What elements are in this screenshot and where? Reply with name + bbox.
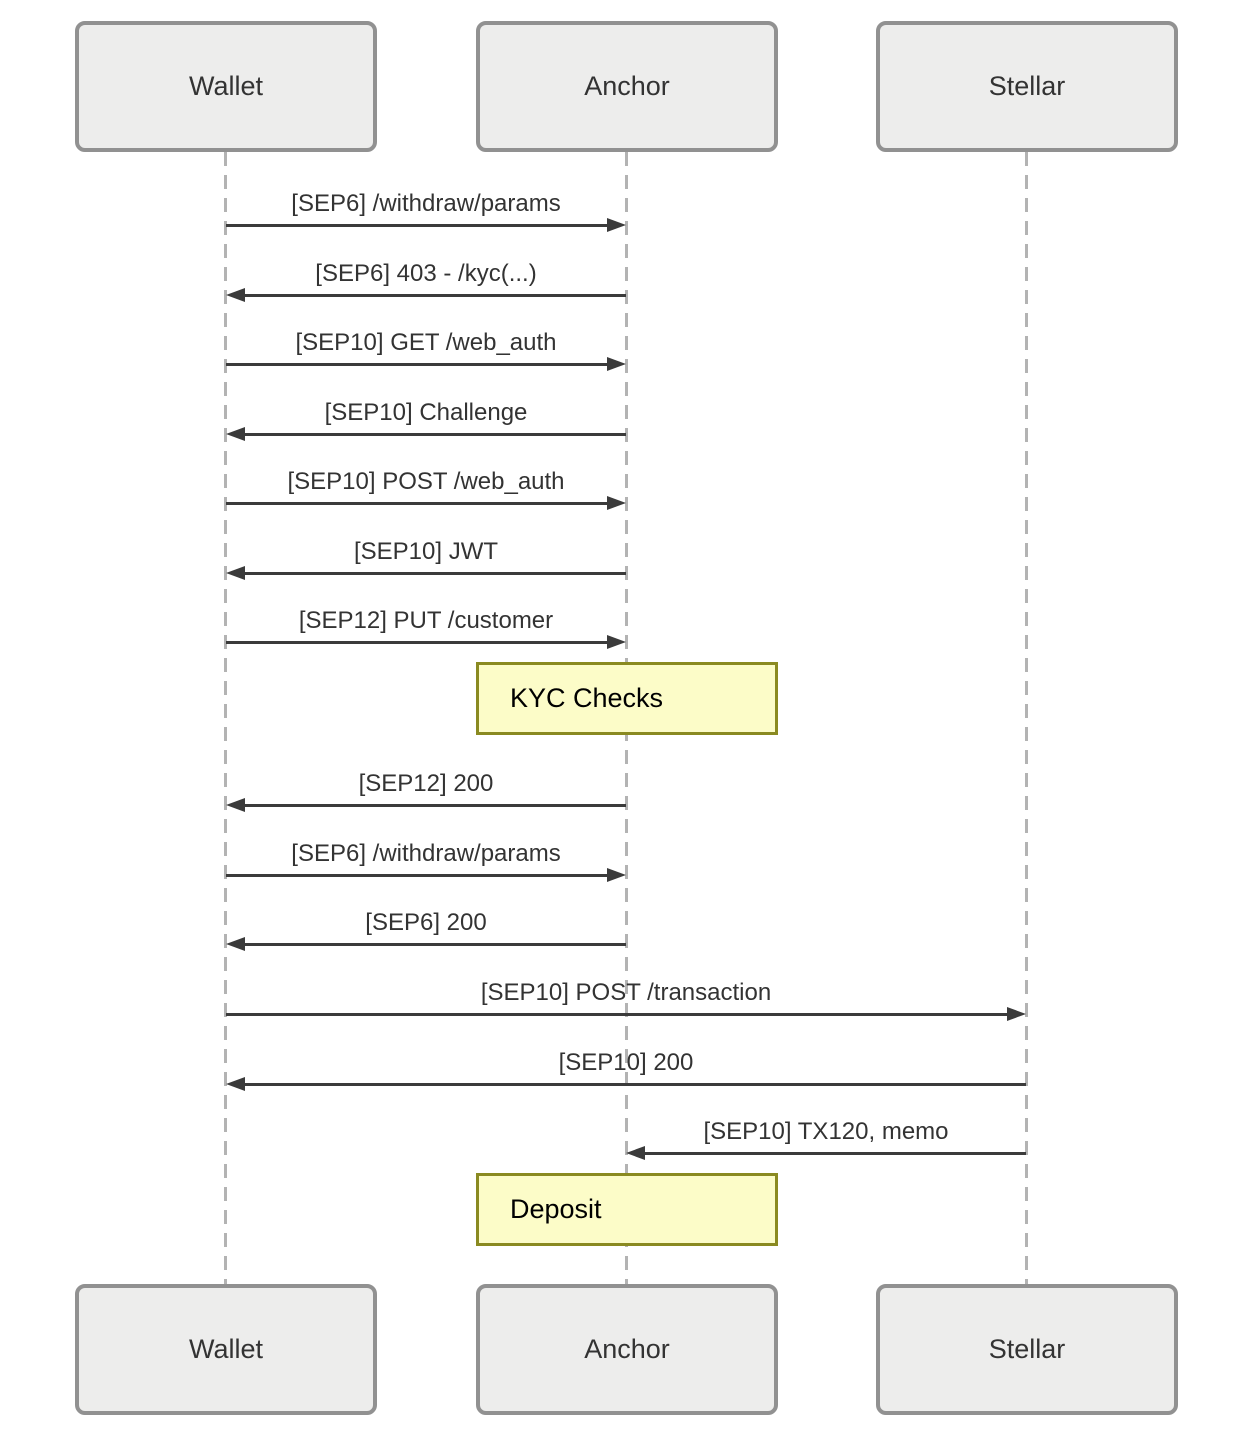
message-label: [SEP10] TX120, memo xyxy=(703,1118,949,1145)
arrowhead-right-icon xyxy=(607,357,626,371)
actor-label: Wallet xyxy=(188,1334,263,1364)
message-label: [SEP6] 200 xyxy=(365,909,487,936)
actor-label: Anchor xyxy=(584,71,670,101)
message-label: [SEP10] Challenge xyxy=(324,399,528,426)
actor-box-wallet-bottom: Wallet xyxy=(75,1284,377,1415)
message-403-kyc: [SEP6] 403 - /kyc(...) xyxy=(226,258,626,302)
message-withdraw-params-2: [SEP6] /withdraw/params xyxy=(226,838,626,882)
lifeline-wallet xyxy=(224,152,227,1284)
arrowhead-left-icon xyxy=(226,427,245,441)
actor-box-stellar-top: Stellar xyxy=(876,21,1178,152)
message-withdraw-params-1: [SEP6] /withdraw/params xyxy=(226,188,626,232)
message-label: [SEP10] JWT xyxy=(353,538,499,565)
message-arrow-line xyxy=(234,433,626,436)
message-arrow-line xyxy=(226,363,618,366)
message-sep12-200: [SEP12] 200 xyxy=(226,768,626,812)
actor-label: Anchor xyxy=(584,1334,670,1364)
note-kyc-checks: KYC Checks xyxy=(476,662,778,735)
actor-box-anchor-top: Anchor xyxy=(476,21,778,152)
arrowhead-left-icon xyxy=(226,288,245,302)
message-arrow-line xyxy=(226,641,618,644)
message-post-transaction: [SEP10] POST /transaction xyxy=(226,977,1026,1021)
message-sep10-200: [SEP10] 200 xyxy=(226,1047,1026,1091)
actor-label: Stellar xyxy=(988,1334,1066,1364)
arrowhead-left-icon xyxy=(226,798,245,812)
message-arrow-line xyxy=(234,943,626,946)
message-tx120-memo: [SEP10] TX120, memo xyxy=(626,1116,1026,1160)
message-label: [SEP10] 200 xyxy=(558,1049,694,1076)
message-label: [SEP12] PUT /customer xyxy=(298,607,554,634)
message-label: [SEP6] 403 - /kyc(...) xyxy=(315,260,537,287)
arrowhead-right-icon xyxy=(607,635,626,649)
actor-box-stellar-bottom: Stellar xyxy=(876,1284,1178,1415)
arrowhead-left-icon xyxy=(226,566,245,580)
actor-label: Wallet xyxy=(188,71,263,101)
arrowhead-left-icon xyxy=(226,937,245,951)
message-label: [SEP10] POST /web_auth xyxy=(287,468,565,495)
arrowhead-right-icon xyxy=(1007,1007,1026,1021)
message-label: [SEP10] POST /transaction xyxy=(480,979,772,1006)
message-jwt: [SEP10] JWT xyxy=(226,536,626,580)
message-get-web-auth: [SEP10] GET /web_auth xyxy=(226,327,626,371)
message-label: [SEP6] /withdraw/params xyxy=(291,190,561,217)
message-arrow-line xyxy=(226,874,618,877)
actor-box-wallet-top: Wallet xyxy=(75,21,377,152)
arrowhead-left-icon xyxy=(226,1077,245,1091)
message-label: [SEP10] GET /web_auth xyxy=(295,329,557,356)
arrowhead-right-icon xyxy=(607,496,626,510)
arrowhead-right-icon xyxy=(607,868,626,882)
note-deposit: Deposit xyxy=(476,1173,778,1246)
message-label: [SEP12] 200 xyxy=(358,770,494,797)
lifeline-stellar xyxy=(1025,152,1028,1284)
message-arrow-line xyxy=(234,1083,1026,1086)
message-put-customer: [SEP12] PUT /customer xyxy=(226,605,626,649)
message-label: [SEP6] /withdraw/params xyxy=(291,840,561,867)
arrowhead-left-icon xyxy=(626,1146,645,1160)
message-sep6-200: [SEP6] 200 xyxy=(226,907,626,951)
actor-box-anchor-bottom: Anchor xyxy=(476,1284,778,1415)
message-arrow-line xyxy=(234,294,626,297)
note-label: Deposit xyxy=(510,1194,602,1224)
message-arrow-line xyxy=(226,502,618,505)
message-arrow-line xyxy=(234,804,626,807)
message-post-web-auth: [SEP10] POST /web_auth xyxy=(226,466,626,510)
note-label: KYC Checks xyxy=(510,683,664,713)
message-arrow-line xyxy=(234,572,626,575)
actor-label: Stellar xyxy=(988,71,1066,101)
message-arrow-line xyxy=(634,1152,1026,1155)
arrowhead-right-icon xyxy=(607,218,626,232)
message-challenge: [SEP10] Challenge xyxy=(226,397,626,441)
message-arrow-line xyxy=(226,224,618,227)
message-arrow-line xyxy=(226,1013,1018,1016)
